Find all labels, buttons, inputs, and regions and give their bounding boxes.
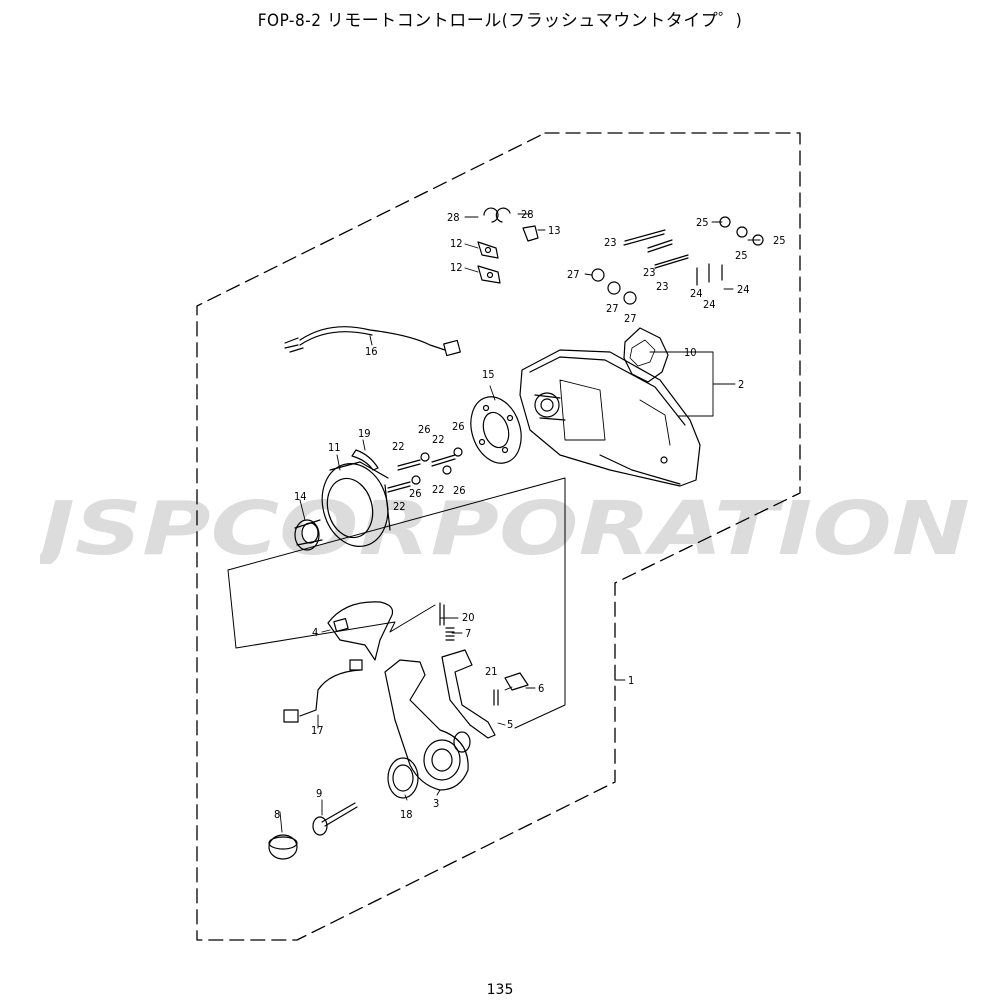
- callout-22d: 22: [432, 483, 445, 496]
- callout-26b: 26: [452, 420, 465, 433]
- watermark-text: JSPCORPORATION: [40, 494, 970, 564]
- callout-20: 20: [462, 611, 475, 624]
- callout-14: 14: [294, 490, 307, 503]
- clips-parts-12-13-28: [477, 207, 539, 284]
- page-number: 135: [486, 982, 514, 998]
- callout-12b: 12: [450, 261, 463, 274]
- gasket-part-10: [623, 327, 669, 383]
- bracket-part-5: [441, 649, 496, 739]
- callout-23b: 23: [643, 266, 656, 279]
- strip-part-19: [351, 449, 379, 471]
- housing-part-2: [519, 349, 701, 487]
- callout-28b: 28: [521, 208, 534, 221]
- callout-24c: 24: [737, 283, 750, 296]
- callout-9: 9: [316, 787, 322, 800]
- callout-15: 15: [482, 368, 495, 381]
- lever-arm-part-3: [384, 659, 471, 791]
- callout-16: 16: [365, 345, 378, 358]
- page-title: FOP-8-2 リモートコントロール(フラッシュマウントタイプ゜): [257, 11, 743, 31]
- callout-4: 4: [312, 626, 318, 639]
- callout-27c: 27: [624, 312, 637, 325]
- flange-ring-part-15: [470, 396, 522, 464]
- assembly-boundary: [196, 132, 801, 941]
- lever-cap-part-4: [327, 601, 394, 661]
- callout-5: 5: [507, 718, 513, 731]
- bezel-ring-part-11: [321, 461, 391, 548]
- callout-1: 1: [628, 674, 634, 687]
- callout-24a: 24: [690, 287, 703, 300]
- callout-22a: 22: [392, 440, 405, 453]
- callout-11: 11: [328, 441, 341, 454]
- washer-part-18: [387, 757, 419, 799]
- callout-3: 3: [433, 797, 439, 810]
- callout-21: 21: [485, 665, 498, 678]
- fasteners-middle: [387, 447, 463, 493]
- callout-27b: 27: [606, 302, 619, 315]
- callout-19: 19: [358, 427, 371, 440]
- ring-part-14: [294, 519, 323, 551]
- cable-part-17: [283, 659, 363, 723]
- piece-part-6: [504, 672, 529, 691]
- callout-23a: 23: [604, 236, 617, 249]
- screw-part-21: [493, 689, 499, 706]
- shaft-part-9: [312, 802, 358, 836]
- leader-lines: [279, 213, 761, 833]
- callout-12a: 12: [450, 237, 463, 250]
- sub-assembly-outline-left: [227, 569, 436, 649]
- sub-assembly-outline: [227, 477, 566, 729]
- callout-25b: 25: [735, 249, 748, 262]
- callout-28a: 28: [447, 211, 460, 224]
- callout-22b: 22: [432, 433, 445, 446]
- knob-part-8: [268, 834, 298, 860]
- callout-27a: 27: [567, 268, 580, 281]
- callout-8: 8: [274, 808, 280, 821]
- watermark-logo: JSPCORPORATION: [40, 494, 970, 564]
- callout-24b: 24: [703, 298, 716, 311]
- callout-17: 17: [311, 724, 324, 737]
- screw-spring-parts-20-7: [439, 602, 455, 641]
- callout-25c: 25: [773, 234, 786, 247]
- callout-13: 13: [548, 224, 561, 237]
- callout-26d: 26: [453, 484, 466, 497]
- callout-10: 10: [684, 346, 697, 359]
- callout-2: 2: [738, 378, 744, 391]
- callout-18: 18: [400, 808, 413, 821]
- callout-25a: 25: [696, 216, 709, 229]
- callout-7: 7: [465, 627, 471, 640]
- callout-23c: 23: [656, 280, 669, 293]
- callout-26a: 26: [418, 423, 431, 436]
- callout-22c: 22: [393, 500, 406, 513]
- callout-26c: 26: [409, 487, 422, 500]
- harness-part-16: [284, 326, 461, 357]
- callout-6: 6: [538, 682, 544, 695]
